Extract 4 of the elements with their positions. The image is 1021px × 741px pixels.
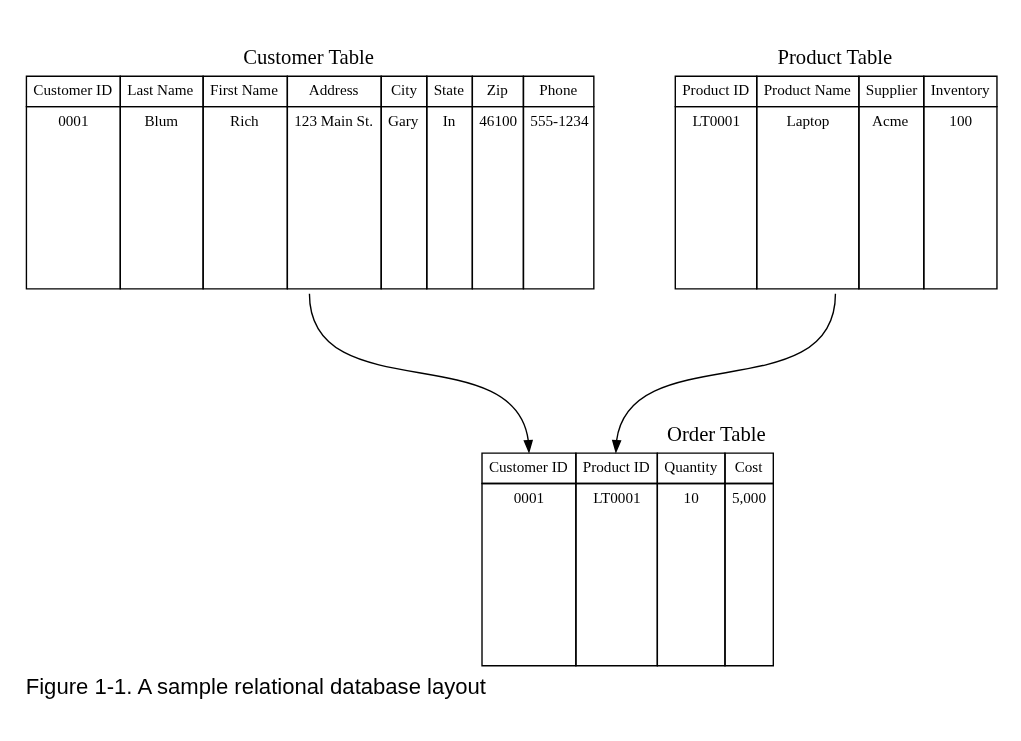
node-label: Order Table [666, 422, 766, 445]
caption: Figure 1-1. A sample relational database layout [25, 673, 486, 699]
node-label: Customer Table [242, 45, 374, 68]
node-label: Product Table [776, 45, 892, 68]
